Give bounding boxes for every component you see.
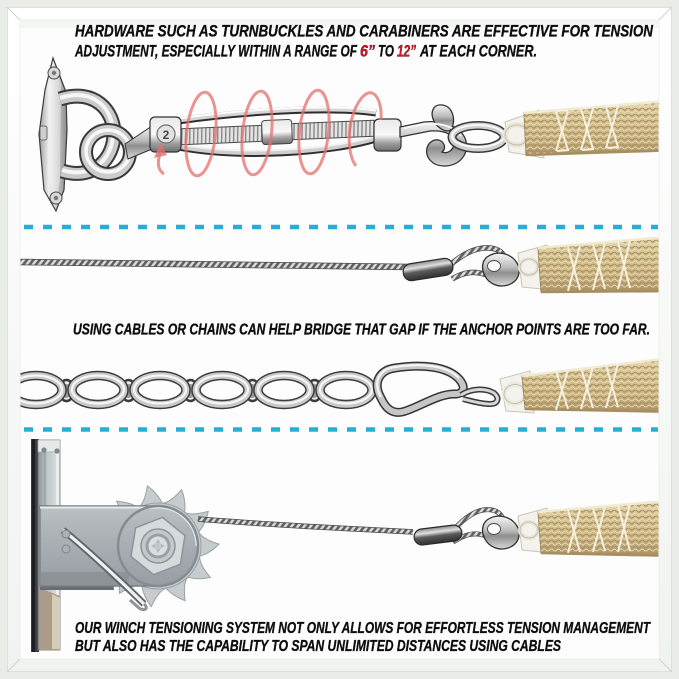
svg-text:TO: TO	[378, 42, 394, 61]
svg-text:OUR WINCH TENSIONING SYSTEM NO: OUR WINCH TENSIONING SYSTEM NOT ONLY ALL…	[75, 620, 651, 637]
svg-text:USING CABLES OR CHAINS CAN HEL: USING CABLES OR CHAINS CAN HELP BRIDGE T…	[73, 322, 650, 339]
svg-text:HARDWARE SUCH AS TURNBUCKLES A: HARDWARE SUCH AS TURNBUCKLES AND CARABIN…	[75, 22, 654, 41]
svg-text:12”: 12”	[397, 42, 416, 61]
svg-text:ADJUSTMENT, ESPECIALLY WITHIN: ADJUSTMENT, ESPECIALLY WITHIN A RANGE OF	[74, 42, 357, 61]
svg-text:2: 2	[163, 128, 170, 142]
svg-text:BUT ALSO HAS THE CAPABILITY TO: BUT ALSO HAS THE CAPABILITY TO SPAN UNLI…	[75, 638, 561, 655]
svg-text:AT EACH CORNER.: AT EACH CORNER.	[419, 42, 537, 61]
svg-text:6”: 6”	[360, 42, 375, 61]
